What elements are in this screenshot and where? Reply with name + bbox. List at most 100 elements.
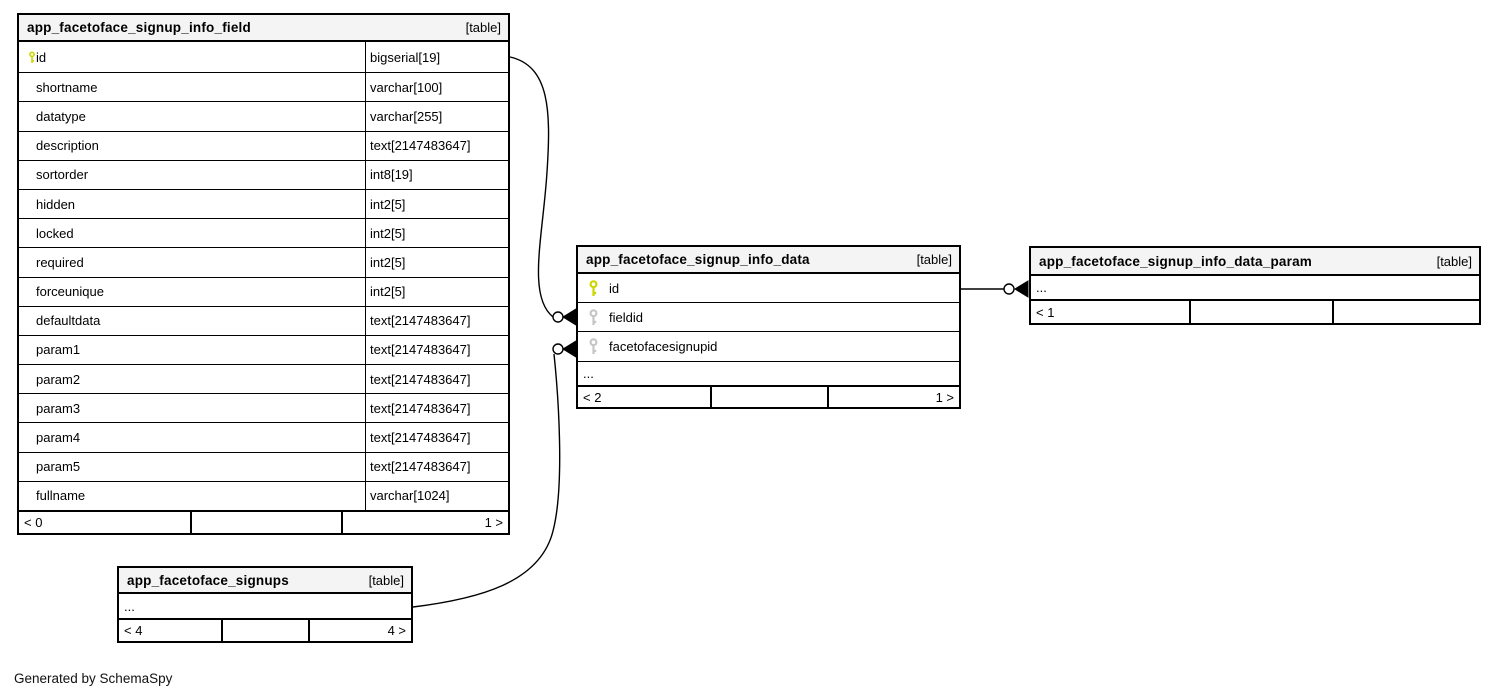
footer-children-count: < 0 [24,515,43,530]
column-name: hidden [36,196,76,212]
column-name: param3 [36,400,81,416]
column-row-datatype: datatype varchar[255] [19,102,508,132]
column-row-fieldid: fieldid [578,303,959,332]
column-name: id [609,280,620,296]
column-row-forceunique: forceunique int2[5] [19,277,508,307]
column-name: fullname [36,488,86,504]
footer-parents-count [1334,301,1479,323]
column-type: text[2147483647] [365,306,508,335]
footer-parents-count: 1 > [935,389,954,405]
column-type: text[2147483647] [365,423,508,452]
zero-cardinality-circle [552,343,564,355]
column-row-fullname: fullname varchar[1024] [19,481,508,510]
column-row-facetofacesignupid: facetofacesignupid [578,332,959,361]
footer-parents-count: 1 > [484,515,503,530]
footer-middle-cell [221,620,310,641]
column-row-id: id [578,274,959,303]
table-name: app_facetoface_signup_info_data_param [1039,253,1312,269]
column-row-id: id bigserial[19] [19,42,508,74]
column-row-required: required int2[5] [19,248,508,278]
footer-middle-cell [710,387,829,407]
generated-by-note: Generated by SchemaSpy [14,671,173,686]
table-node-app_facetoface_signup_info_data: app_facetoface_signup_info_data [table] … [576,245,961,409]
column-row-defaultdata: defaultdata text[2147483647] [19,306,508,336]
crowfoot-many-icon [562,308,577,326]
table-header-app_facetoface_signup_info_data[interactable]: app_facetoface_signup_info_data [table] [578,247,959,274]
column-row-param3: param3 text[2147483647] [19,394,508,424]
column-name: param1 [36,342,81,358]
hidden-columns-ellipsis: ... [124,598,135,614]
column-list: id fieldid facetofacesignupid [578,274,959,361]
table-name: app_facetoface_signup_info_field [27,20,251,35]
table-header-app_facetoface_signups[interactable]: app_facetoface_signups [table] [119,568,411,594]
table-node-app_facetoface_signup_info_data_param: app_facetoface_signup_info_data_param [t… [1029,246,1481,325]
column-name: forceunique [36,284,104,300]
column-type: int2[5] [365,219,508,248]
column-type: text[2147483647] [365,365,508,394]
column-name: fieldid [609,309,643,325]
column-name: sortorder [36,167,89,183]
table-footer: < 4 4 > [119,618,411,641]
table-name: app_facetoface_signups [127,572,289,588]
hidden-columns-ellipsis: ... [1036,280,1047,295]
table-tag: [table] [368,572,404,588]
table-header-app_facetoface_signup_info_field[interactable]: app_facetoface_signup_info_field [table] [19,15,508,42]
crowfoot-many-icon [562,340,577,358]
column-row-sortorder: sortorder int8[19] [19,160,508,190]
column-type: text[2147483647] [365,452,508,481]
column-type: varchar[100] [365,73,508,102]
footer-children-count: < 4 [124,623,143,638]
column-type: text[2147483647] [365,335,508,365]
foreign-key-icon [578,308,609,326]
table-node-app_facetoface_signups: app_facetoface_signups [table] ... < 4 4… [117,566,413,643]
relationship-line-field-id-to-data-fieldid [509,56,554,318]
footer-children-count: < 2 [583,389,602,405]
column-row-locked: locked int2[5] [19,219,508,249]
primary-key-icon [19,49,36,66]
column-type: text[2147483647] [365,394,508,423]
primary-key-icon [578,279,609,297]
column-row-shortname: shortname varchar[100] [19,73,508,103]
table-tag: [table] [465,20,501,35]
column-row-param1: param1 text[2147483647] [19,335,508,366]
table-tag: [table] [1436,253,1472,269]
zero-cardinality-circle [1003,283,1015,295]
zero-cardinality-circle [552,311,564,323]
column-type: int8[19] [365,160,508,189]
column-name: required [36,254,84,270]
column-type: varchar[1024] [365,481,508,510]
column-type: varchar[255] [365,102,508,131]
column-name: description [36,138,99,154]
key-glyph [589,279,598,296]
table-footer: < 2 1 > [578,385,959,407]
footer-middle-cell [190,512,343,533]
column-type: text[2147483647] [365,131,508,160]
key-glyph [29,51,35,63]
table-node-app_facetoface_signup_info_field: app_facetoface_signup_info_field [table]… [17,13,510,535]
footer-parents-count: 4 > [387,623,406,638]
column-row-description: description text[2147483647] [19,131,508,161]
crowfoot-many-icon [1014,280,1029,298]
column-type: int2[5] [365,189,508,219]
column-name: defaultdata [36,313,101,329]
column-name: datatype [36,108,86,124]
column-name: id [36,49,47,65]
column-name: shortname [36,79,98,95]
key-glyph [589,338,598,354]
table-header-app_facetoface_signup_info_data_param[interactable]: app_facetoface_signup_info_data_param [t… [1031,248,1479,276]
table-name: app_facetoface_signup_info_data [586,252,810,267]
column-name: facetofacesignupid [609,339,718,354]
column-name: locked [36,225,74,241]
table-footer: < 0 1 > [19,510,508,533]
column-row-hidden: hidden int2[5] [19,189,508,220]
footer-middle-cell [1189,301,1334,323]
table-footer: < 1 [1031,299,1479,323]
column-type: bigserial[19] [365,42,508,73]
column-type: int2[5] [365,277,508,306]
column-type: int2[5] [365,248,508,277]
